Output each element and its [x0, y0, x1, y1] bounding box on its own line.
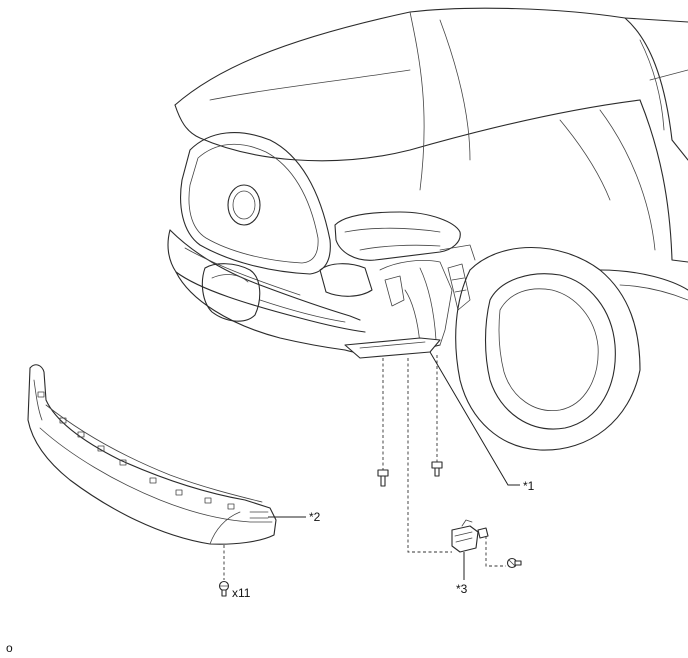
screw-icon	[218, 580, 230, 597]
fastener-path-part-3	[407, 358, 452, 553]
callout-part-3: *3	[456, 582, 468, 596]
figure-code: o	[6, 641, 13, 655]
bolt-icon	[431, 461, 443, 477]
callout-part-2: *2	[309, 510, 321, 524]
part-3-bracket	[451, 519, 489, 553]
part-1-retainer	[344, 337, 441, 359]
vehicle-outline	[167, 7, 688, 451]
screw-icon	[506, 557, 522, 569]
fastener-path-part-3-screw	[485, 536, 506, 567]
quantity-label: x11	[232, 586, 251, 600]
leader-line-part-1	[429, 351, 520, 486]
bolt-icon	[377, 469, 389, 487]
callout-part-1: *1	[523, 479, 535, 493]
part-2-lower-spoiler	[27, 364, 277, 545]
